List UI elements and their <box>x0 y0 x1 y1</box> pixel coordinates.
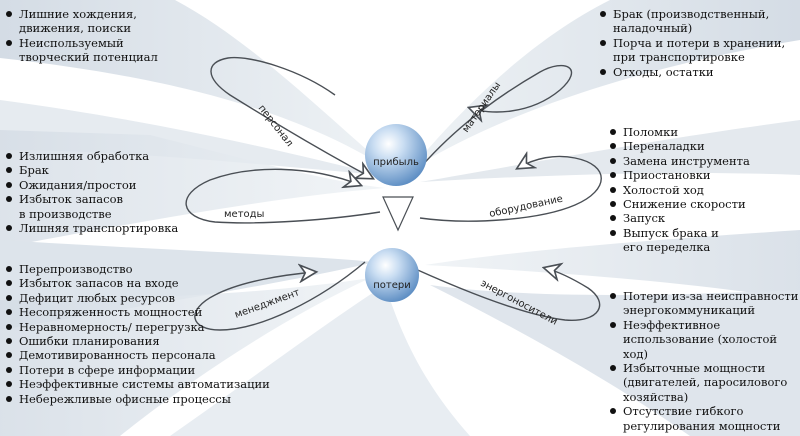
management-list-item: Потери в сфере информации <box>6 363 270 377</box>
management-list-item: Демотивированность персонала <box>6 348 270 362</box>
management-list-item: Несопряженность мощностей <box>6 305 270 319</box>
materials-arrow <box>409 64 573 181</box>
equipment-list-item: Переналадки <box>610 139 750 153</box>
management-list-item: Ошибки планирования <box>6 334 270 348</box>
profit-sphere: прибыль <box>365 124 427 186</box>
equipment-path-label: оборудование <box>488 194 564 220</box>
materials-list-item: Брак (производственный,наладочный) <box>600 7 785 36</box>
methods-list-item: Лишняя транспортировка <box>6 221 178 235</box>
losses-label: потери <box>373 280 410 291</box>
equipment-list-item: Снижение скорости <box>610 197 750 211</box>
materials-list-item: Порча и потери в хранении,при транспорти… <box>600 36 785 65</box>
equipment-arrow <box>419 156 602 222</box>
methods-list-item: Излишняя обработка <box>6 149 178 163</box>
management-list-item: Перепроизводство <box>6 262 270 276</box>
management-list-item: Избыток запасов на входе <box>6 276 270 290</box>
equipment-list-item: Приостановки <box>610 168 750 182</box>
down-arrow <box>382 196 414 232</box>
management-list-item: Неэффективные системы автоматизации <box>6 377 270 391</box>
equipment-list-item: Замена инструмента <box>610 154 750 168</box>
equipment-list-item: Запуск <box>610 211 750 225</box>
materials-list-item: Отходы, остатки <box>600 65 785 79</box>
equipment-list-item: Поломки <box>610 125 750 139</box>
profit-label: прибыль <box>373 157 419 168</box>
methods-list-item: Брак <box>6 163 178 177</box>
management-list-item: Дефицит любых ресурсов <box>6 291 270 305</box>
management-arrow <box>194 261 366 331</box>
personnel-arrow <box>210 56 372 178</box>
methods-list-item: Ожидания/простои <box>6 178 178 192</box>
management-list-item: Неравномерность/ перегрузка <box>6 320 270 334</box>
personnel-list-item: Лишние хождения,движения, поиски <box>6 7 158 36</box>
losses-sphere: потери <box>365 248 419 302</box>
arrow-loops <box>185 56 602 331</box>
energy-arrow <box>399 261 601 321</box>
methods-path-label: методы <box>224 209 264 220</box>
materials-losses-list: Брак (производственный,наладочный)Порча … <box>600 7 785 79</box>
management-list-item: Небережливые офисные процессы <box>6 392 270 406</box>
methods-arrow <box>185 168 381 224</box>
equipment-list-item: Холостой ход <box>610 183 750 197</box>
energy-list-item: Избыточные мощности(двигателей, паросило… <box>610 361 800 404</box>
